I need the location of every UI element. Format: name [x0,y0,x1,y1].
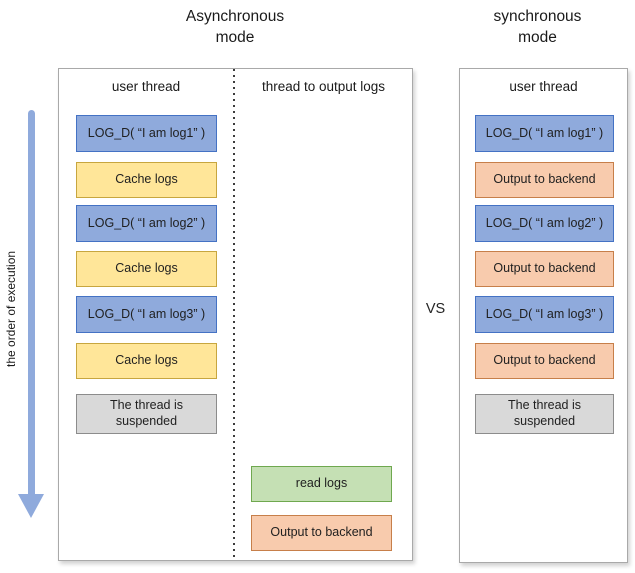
sync-box-output-to-backend-2: Output to backend [475,251,614,287]
order-of-execution-label: the order of execution [4,250,18,368]
sync-box-log3: LOG_D( “I am log3” ) [475,296,614,333]
thread-divider-dotted-line [233,69,235,560]
async-box-thread-suspended: The thread is suspended [76,394,217,434]
async-box-cache-logs-2: Cache logs [76,251,217,287]
async-box-log3: LOG_D( “I am log3” ) [76,296,217,333]
sync-box-log2: LOG_D( “I am log2” ) [475,205,614,242]
sync-user-thread-header: user thread [509,79,578,94]
async-box-cache-logs-3: Cache logs [76,343,217,379]
async-mode-title-line2: mode [215,29,255,46]
async-box-cache-logs-1: Cache logs [76,162,217,198]
sync-box-log1: LOG_D( “I am log1” ) [475,115,614,152]
sync-mode-title-line2: mode [518,29,557,46]
async-box-log1: LOG_D( “I am log1” ) [76,115,217,152]
async-mode-title: Asynchronous mode [120,6,350,48]
async-box-read-logs: read logs [251,466,392,502]
async-mode-title-line1: Asynchronous [185,8,285,25]
order-arrow-head [18,494,44,518]
vs-label: VS [425,301,446,317]
sync-mode-title: synchronous mode [440,6,635,48]
async-panel: user thread thread to output logs LOG_D(… [58,68,413,561]
sync-panel: user thread LOG_D( “I am log1” ) Output … [459,68,628,563]
async-box-output-to-backend: Output to backend [251,515,392,551]
async-output-thread-header: thread to output logs [261,79,386,94]
sync-box-output-to-backend-1: Output to backend [475,162,614,198]
sync-box-output-to-backend-3: Output to backend [475,343,614,379]
sync-box-thread-suspended: The thread is suspended [475,394,614,434]
order-arrow-shaft [28,110,35,498]
async-box-log2: LOG_D( “I am log2” ) [76,205,217,242]
sync-mode-title-line1: synchronous [493,8,582,25]
async-user-thread-header: user thread [111,79,181,94]
